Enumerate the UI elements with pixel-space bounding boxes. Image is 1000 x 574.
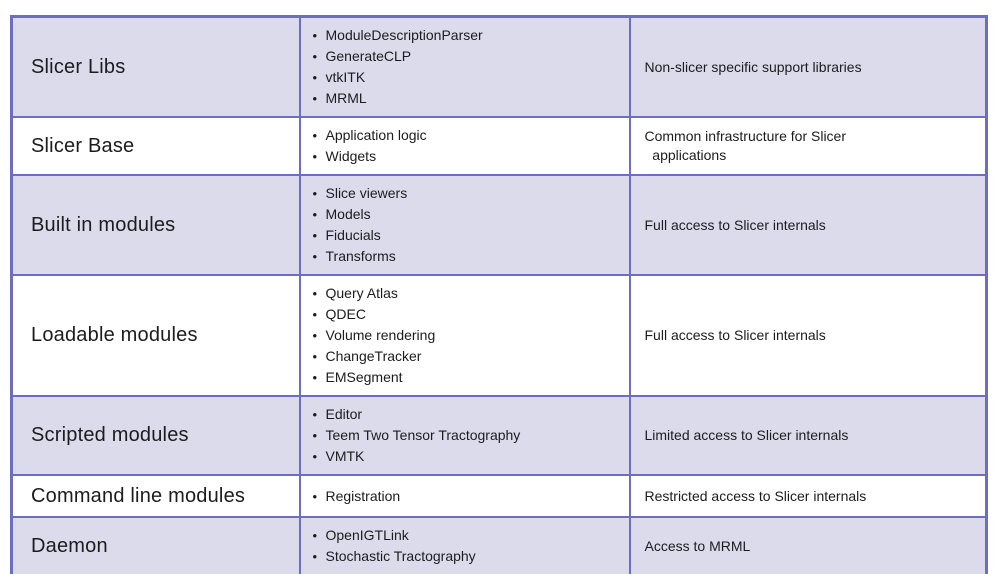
table-body: Slicer Libs ModuleDescriptionParser Gene…: [10, 15, 988, 574]
components-cell: Editor Teem Two Tensor Tractography VMTK: [298, 395, 631, 476]
category-cell: Command line modules: [10, 474, 301, 518]
components-cell: Slice viewers Models Fiducials Transform…: [298, 174, 631, 276]
components-list: ModuleDescriptionParser GenerateCLP vtkI…: [313, 25, 623, 109]
category-cell: Slicer Base: [10, 116, 301, 176]
list-item: MRML: [313, 88, 623, 109]
components-list: Application logic Widgets: [313, 125, 623, 167]
components-cell: Application logic Widgets: [298, 116, 631, 176]
description-cell: Common infrastructure for Slicer applica…: [628, 116, 988, 176]
components-cell: Registration: [298, 474, 631, 518]
table-row: Loadable modules Query Atlas QDEC Volume…: [10, 274, 988, 397]
category-cell: Loadable modules: [10, 274, 301, 397]
list-item: ModuleDescriptionParser: [313, 25, 623, 46]
components-list: Slice viewers Models Fiducials Transform…: [313, 183, 623, 267]
components-list: OpenIGTLink Stochastic Tractography: [313, 525, 623, 567]
slicer-architecture-table: Slicer Libs ModuleDescriptionParser Gene…: [10, 15, 988, 574]
list-item: vtkITK: [313, 67, 623, 88]
description-cell: Restricted access to Slicer internals: [628, 474, 988, 518]
category-cell: Slicer Libs: [10, 15, 301, 118]
list-item: EMSegment: [313, 367, 623, 388]
list-item: Teem Two Tensor Tractography: [313, 425, 623, 446]
list-item: Slice viewers: [313, 183, 623, 204]
category-cell: Scripted modules: [10, 395, 301, 476]
description-cell: Access to MRML: [628, 516, 988, 574]
list-item: Query Atlas: [313, 283, 623, 304]
list-item: Application logic: [313, 125, 623, 146]
list-item: Registration: [313, 486, 623, 507]
components-cell: OpenIGTLink Stochastic Tractography: [298, 516, 631, 574]
components-list: Editor Teem Two Tensor Tractography VMTK: [313, 404, 623, 467]
description-cell: Full access to Slicer internals: [628, 174, 988, 276]
list-item: Models: [313, 204, 623, 225]
table-row: Daemon OpenIGTLink Stochastic Tractograp…: [10, 516, 988, 574]
components-cell: Query Atlas QDEC Volume rendering Change…: [298, 274, 631, 397]
table-row: Built in modules Slice viewers Models Fi…: [10, 174, 988, 276]
table-row: Slicer Libs ModuleDescriptionParser Gene…: [10, 15, 988, 118]
list-item: Fiducials: [313, 225, 623, 246]
list-item: OpenIGTLink: [313, 525, 623, 546]
description-cell: Full access to Slicer internals: [628, 274, 988, 397]
list-item: VMTK: [313, 446, 623, 467]
components-list: Query Atlas QDEC Volume rendering Change…: [313, 283, 623, 388]
list-item: Widgets: [313, 146, 623, 167]
list-item: GenerateCLP: [313, 46, 623, 67]
components-list: Registration: [313, 486, 623, 507]
list-item: QDEC: [313, 304, 623, 325]
list-item: Editor: [313, 404, 623, 425]
list-item: Transforms: [313, 246, 623, 267]
description-cell: Limited access to Slicer internals: [628, 395, 988, 476]
list-item: Stochastic Tractography: [313, 546, 623, 567]
category-cell: Daemon: [10, 516, 301, 574]
table-row: Slicer Base Application logic Widgets Co…: [10, 116, 988, 176]
components-cell: ModuleDescriptionParser GenerateCLP vtkI…: [298, 15, 631, 118]
list-item: ChangeTracker: [313, 346, 623, 367]
table-row: Scripted modules Editor Teem Two Tensor …: [10, 395, 988, 476]
table-row: Command line modules Registration Restri…: [10, 474, 988, 518]
list-item: Volume rendering: [313, 325, 623, 346]
description-cell: Non-slicer specific support libraries: [628, 15, 988, 118]
category-cell: Built in modules: [10, 174, 301, 276]
